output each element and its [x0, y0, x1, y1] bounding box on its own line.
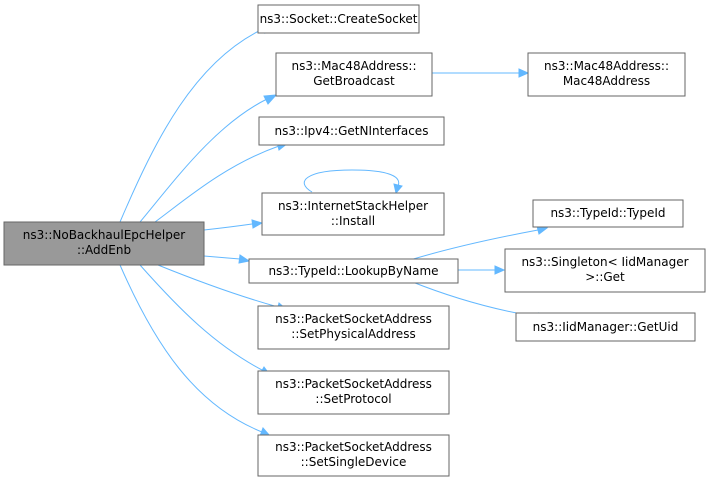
- node-set-protocol[interactable]: ns3::PacketSocketAddress ::SetProtocol: [257, 370, 450, 415]
- nodes-layer: ns3::NoBackhaulEpcHelper ::AddEnb ns3::S…: [3, 4, 706, 477]
- node-get-n-interfaces-label: ns3::Ipv4::GetNInterfaces: [275, 124, 429, 138]
- node-singleton-get-line-1: ns3::Singleton< IidManager: [521, 255, 688, 269]
- node-singleton-get[interactable]: ns3::Singleton< IidManager >::Get: [504, 248, 706, 293]
- node-get-uid-label: ns3::IidManager::GetUid: [533, 320, 679, 334]
- node-get-broadcast-line-1: ns3::Mac48Address::: [291, 59, 416, 73]
- node-set-single-device[interactable]: ns3::PacketSocketAddress ::SetSingleDevi…: [257, 434, 450, 477]
- node-get-n-interfaces[interactable]: ns3::Ipv4::GetNInterfaces: [258, 116, 445, 146]
- node-add-enb[interactable]: ns3::NoBackhaulEpcHelper ::AddEnb: [3, 221, 205, 266]
- edge-lookup-by-name-to-singleton-get: [458, 265, 506, 275]
- edge-get-broadcast-to-mac48-ctor: [432, 68, 530, 78]
- edge-add-enb-to-set-single-device: [119, 264, 272, 437]
- edge-add-enb-to-lookup-by-name: [203, 254, 251, 264]
- edge-add-enb-to-get-broadcast: [139, 94, 278, 223]
- node-lookup-by-name-label: ns3::TypeId::LookupByName: [268, 264, 438, 278]
- edge-add-enb-to-install: [203, 219, 264, 231]
- node-singleton-get-line-2: >::Get: [585, 270, 625, 284]
- node-mac48-ctor-line-2: Mac48Address: [563, 74, 650, 88]
- edge-add-enb-to-create-socket: [119, 23, 275, 223]
- node-install-line-1: ns3::InternetStackHelper: [278, 199, 428, 213]
- node-get-broadcast-line-2: GetBroadcast: [313, 74, 395, 88]
- node-get-uid[interactable]: ns3::IidManager::GetUid: [515, 312, 696, 342]
- node-set-protocol-line-2: ::SetProtocol: [315, 392, 391, 406]
- node-set-single-device-line-1: ns3::PacketSocketAddress: [275, 440, 432, 454]
- node-lookup-by-name[interactable]: ns3::TypeId::LookupByName: [248, 258, 459, 284]
- node-install[interactable]: ns3::InternetStackHelper ::Install: [261, 192, 445, 236]
- edge-install-to-install: [303, 169, 403, 195]
- node-add-enb-line-2: ::AddEnb: [77, 243, 131, 257]
- node-mac48-ctor[interactable]: ns3::Mac48Address:: Mac48Address: [527, 52, 686, 97]
- node-mac48-ctor-line-1: ns3::Mac48Address::: [544, 59, 669, 73]
- edges-layer: [119, 23, 549, 437]
- node-set-single-device-line-2: ::SetSingleDevice: [301, 455, 407, 469]
- node-set-protocol-line-1: ns3::PacketSocketAddress: [275, 377, 432, 391]
- node-install-line-2: ::Install: [331, 214, 375, 228]
- node-set-physical-address-line-2: ::SetPhysicalAddress: [291, 327, 415, 341]
- node-set-physical-address-line-1: ns3::PacketSocketAddress: [275, 312, 432, 326]
- node-typeid-ctor[interactable]: ns3::TypeId::TypeId: [532, 199, 684, 228]
- node-create-socket[interactable]: ns3::Socket::CreateSocket: [257, 4, 420, 34]
- node-create-socket-label: ns3::Socket::CreateSocket: [260, 12, 418, 26]
- node-get-broadcast[interactable]: ns3::Mac48Address:: GetBroadcast: [275, 52, 433, 97]
- node-typeid-ctor-label: ns3::TypeId::TypeId: [550, 206, 665, 220]
- node-set-physical-address[interactable]: ns3::PacketSocketAddress ::SetPhysicalAd…: [257, 305, 450, 350]
- node-add-enb-line-1: ns3::NoBackhaulEpcHelper: [23, 228, 185, 242]
